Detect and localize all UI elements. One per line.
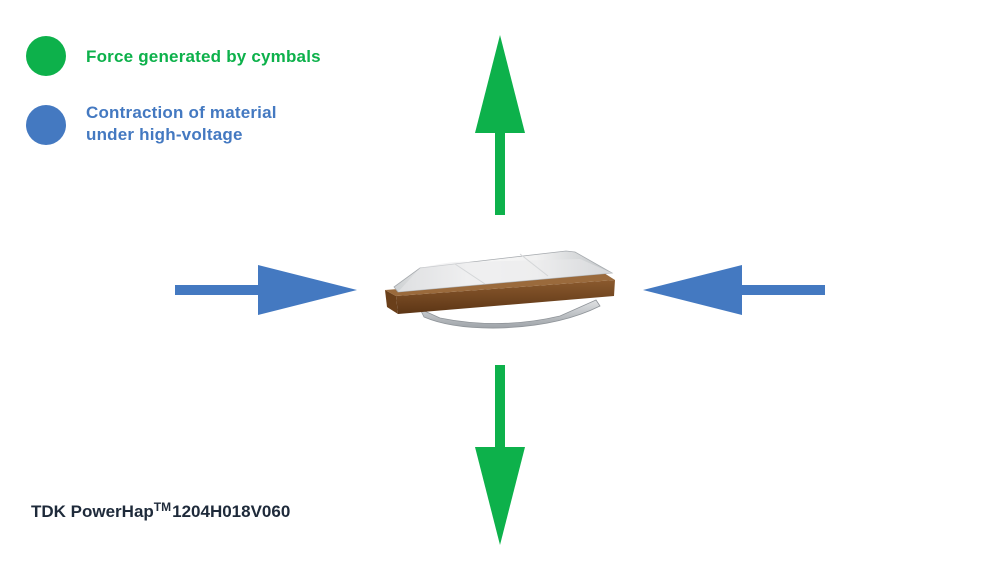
piezo-actuator-icon: [385, 250, 615, 329]
blue-dot-icon: [26, 105, 66, 145]
product-name: TDK PowerHap: [31, 502, 154, 521]
product-model: 1204H018V060: [172, 502, 291, 521]
arrow-down-icon: [475, 365, 525, 545]
legend-label-contraction: Contraction of material under high-volta…: [86, 102, 277, 146]
legend-label-contraction-line2: under high-voltage: [86, 125, 243, 144]
arrow-up-icon: [475, 35, 525, 215]
trademark-mark: TM: [153, 500, 172, 514]
arrow-right-icon: [175, 265, 357, 315]
legend-label-force: Force generated by cymbals: [86, 47, 321, 66]
product-label: TDK PowerHapTM1204H018V060: [31, 500, 290, 522]
legend-label-contraction-line1: Contraction of material: [86, 103, 277, 122]
arrow-left-icon: [643, 265, 825, 315]
legend-item-force: Force generated by cymbals: [26, 36, 321, 76]
green-dot-icon: [26, 36, 66, 76]
legend-item-contraction: Contraction of material under high-volta…: [26, 102, 277, 146]
